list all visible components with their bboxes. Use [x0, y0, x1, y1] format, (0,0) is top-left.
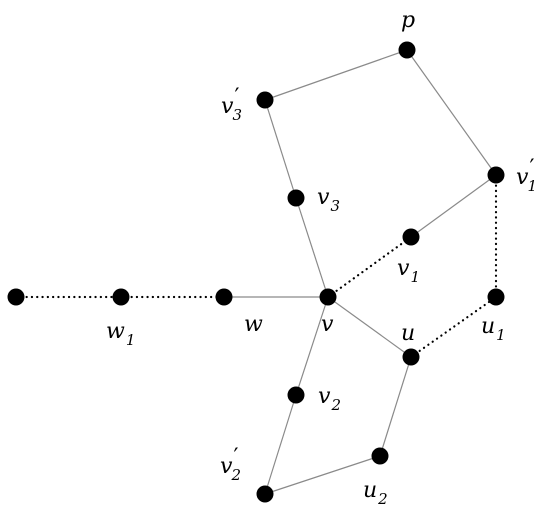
edge-v1-v1p: [410, 174, 497, 238]
node-v2p: [256, 485, 274, 503]
node-w1: [112, 288, 130, 306]
edge-v-v2: [295, 296, 329, 396]
edge-p-v1p: [406, 49, 497, 176]
node-w: [215, 288, 233, 306]
edge-u-u2: [379, 356, 412, 457]
edge-v2-v2p: [264, 394, 297, 495]
node-v3p: [256, 91, 274, 109]
node-v3: [287, 189, 305, 207]
node-u2: [371, 447, 389, 465]
label-v: v: [321, 312, 334, 337]
edge-v-u: [327, 296, 412, 358]
node-u: [402, 348, 420, 366]
edge-v3-v: [295, 197, 329, 298]
node-v: [319, 288, 337, 306]
label-v1p: v′1: [516, 156, 537, 195]
label-v2: v2: [318, 384, 341, 414]
node-v1: [402, 228, 420, 246]
label-u2: u2: [363, 478, 388, 508]
node-v2: [287, 386, 305, 404]
edge-v-v1: [326, 235, 413, 299]
label-v1: v1: [397, 256, 420, 286]
node-u1: [487, 288, 505, 306]
edge-v3p-v3: [264, 99, 297, 199]
edge-v2p-u2: [264, 455, 381, 495]
edge-u-u1: [409, 295, 498, 359]
label-u: u: [401, 321, 415, 346]
edge-v3p-p: [264, 49, 408, 101]
node-x: [7, 288, 25, 306]
edge-layer: [14, 49, 498, 495]
label-w: w: [244, 312, 263, 337]
node-layer: [7, 41, 505, 503]
label-w1: w1: [106, 319, 135, 349]
label-p: p: [401, 8, 415, 33]
label-u1: u1: [481, 314, 506, 344]
label-v3: v3: [317, 185, 340, 215]
node-p: [398, 41, 416, 59]
label-v2p: v′2: [220, 445, 241, 484]
label-v3p: v′3: [221, 85, 242, 124]
label-layer: p v′3 v′1 v3 v1 w1 w v u1 u v2 u2 v′2: [106, 8, 537, 508]
node-v1p: [487, 166, 505, 184]
